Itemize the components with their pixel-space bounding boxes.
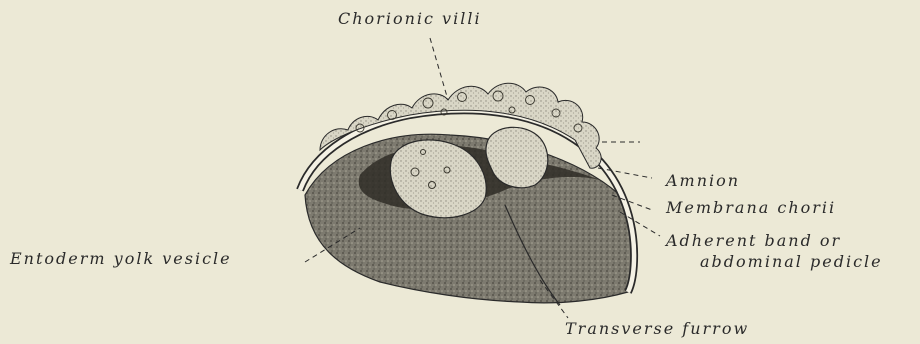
label-entoderm-yolk-vesicle: Entoderm yolk vesicle (10, 250, 232, 268)
label-membrana-chorii: Membrana chorii (666, 199, 836, 217)
label-amnion: Amnion (666, 172, 740, 190)
label-transverse-furrow: Transverse furrow (565, 320, 749, 338)
leader-villi (430, 38, 448, 100)
label-adherent-band-line2: abdominal pedicle (700, 253, 883, 271)
label-adherent-band-line1: Adherent band or (666, 232, 841, 250)
label-chorionic-villi: Chorionic villi (338, 10, 482, 28)
